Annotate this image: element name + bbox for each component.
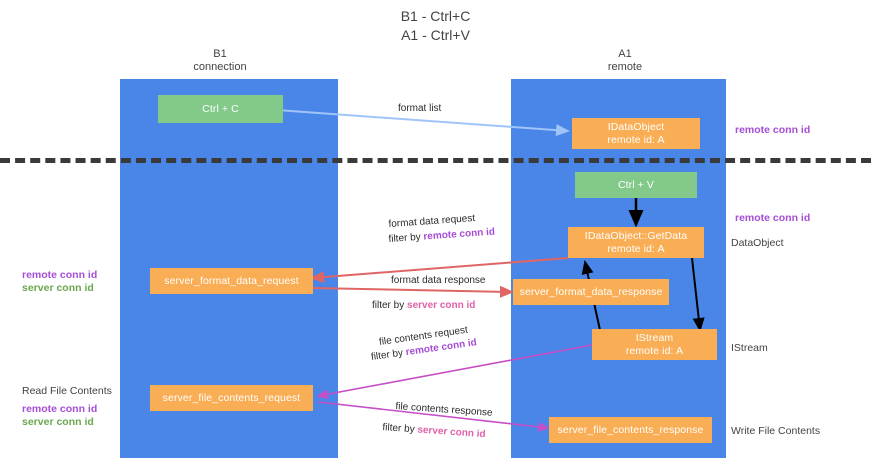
filter-value-server-conn-id: server conn id (407, 300, 476, 311)
node-getdata-line1: IDataObject::GetData (584, 229, 688, 242)
side-label-left-server-conn-id: server conn id (22, 282, 94, 294)
node-getdata[interactable]: IDataObject::GetData remote id: A (568, 227, 704, 258)
side-label-remote-conn-id-mid: remote conn id (735, 212, 811, 224)
side-label-dataobject: DataObject (731, 237, 784, 249)
side-label-left-remote-conn-id-2: remote conn id (22, 403, 98, 415)
node-ctrl-c[interactable]: Ctrl + C (158, 95, 283, 123)
side-label-read-file-contents: Read File Contents (22, 385, 112, 397)
node-istream[interactable]: IStream remote id: A (592, 329, 717, 360)
filter-prefix: filter by (370, 347, 407, 364)
node-server-file-contents-request-label: server_file_contents_request (162, 391, 301, 404)
node-idataobject-line1: IDataObject (607, 120, 665, 133)
side-label-remote-conn-id-top: remote conn id (735, 124, 811, 136)
node-server-format-data-response[interactable]: server_format_data_response (513, 279, 669, 305)
side-label-left-server-conn-id-2: server conn id (22, 416, 94, 428)
filter-prefix: filter by (372, 300, 408, 311)
node-ctrl-v[interactable]: Ctrl + V (575, 172, 697, 198)
node-istream-line2: remote id: A (625, 344, 684, 357)
node-istream-line1: IStream (635, 331, 674, 344)
side-label-istream: IStream (731, 342, 768, 354)
node-server-format-data-request-label: server_format_data_request (164, 274, 299, 287)
filter-prefix: filter by (388, 231, 424, 246)
node-server-file-contents-response-label: server_file_contents_response (557, 423, 704, 436)
node-server-file-contents-request[interactable]: server_file_contents_request (150, 385, 313, 411)
side-label-write-file-contents: Write File Contents (731, 425, 821, 437)
edge-label-format-list: format list (398, 103, 442, 114)
node-ctrl-c-label: Ctrl + C (202, 102, 239, 115)
filter-value-server-conn-id: server conn id (417, 424, 486, 441)
page-title: B1 - Ctrl+C A1 - Ctrl+V (400, 8, 471, 43)
side-label-left-remote-conn-id: remote conn id (22, 269, 98, 281)
arrow-format-data-response (311, 285, 514, 298)
edge-label-format-data-response-filter: filter by server conn id (372, 299, 475, 312)
section-divider (0, 158, 871, 163)
column-header-b1: B1 connection (193, 48, 247, 73)
node-server-format-data-request[interactable]: server_format_data_request (150, 268, 313, 294)
filter-value-remote-conn-id: remote conn id (423, 226, 496, 243)
filter-prefix: filter by (382, 422, 418, 436)
node-idataobject-line2: remote id: A (607, 133, 665, 146)
edge-label-format-data-response: format data response (391, 275, 486, 286)
node-getdata-line2: remote id: A (607, 242, 665, 255)
node-ctrl-v-label: Ctrl + V (617, 178, 655, 191)
node-server-file-contents-response[interactable]: server_file_contents_response (549, 417, 712, 443)
edge-label-file-contents-response-filter: filter by server conn id (382, 421, 486, 441)
node-server-format-data-response-label: server_format_data_response (519, 285, 663, 298)
edge-label-file-contents-response: file contents response (395, 401, 493, 419)
node-idataobject[interactable]: IDataObject remote id: A (572, 118, 700, 149)
column-header-a1: A1 remote (607, 48, 643, 73)
